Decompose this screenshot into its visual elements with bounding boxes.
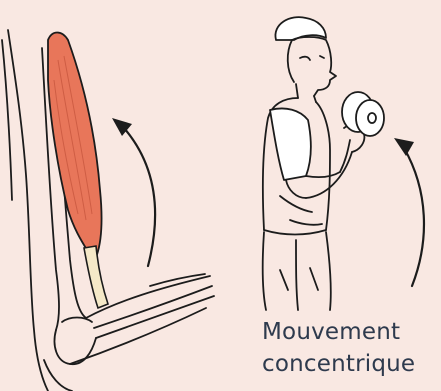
caption-line-1: Mouvement <box>262 316 440 348</box>
caption-line-2: concentrique <box>262 348 440 380</box>
biceps-muscle-illustration <box>2 30 214 391</box>
dumbbell-icon <box>342 92 384 136</box>
curved-arrow-icon <box>112 118 155 266</box>
biceps-tendon <box>84 246 108 308</box>
movement-caption: Mouvement concentrique <box>262 316 440 380</box>
biceps-muscle <box>48 33 102 263</box>
man-lifting-dumbbell-illustration <box>263 17 365 310</box>
curved-arrow-icon <box>394 138 424 286</box>
